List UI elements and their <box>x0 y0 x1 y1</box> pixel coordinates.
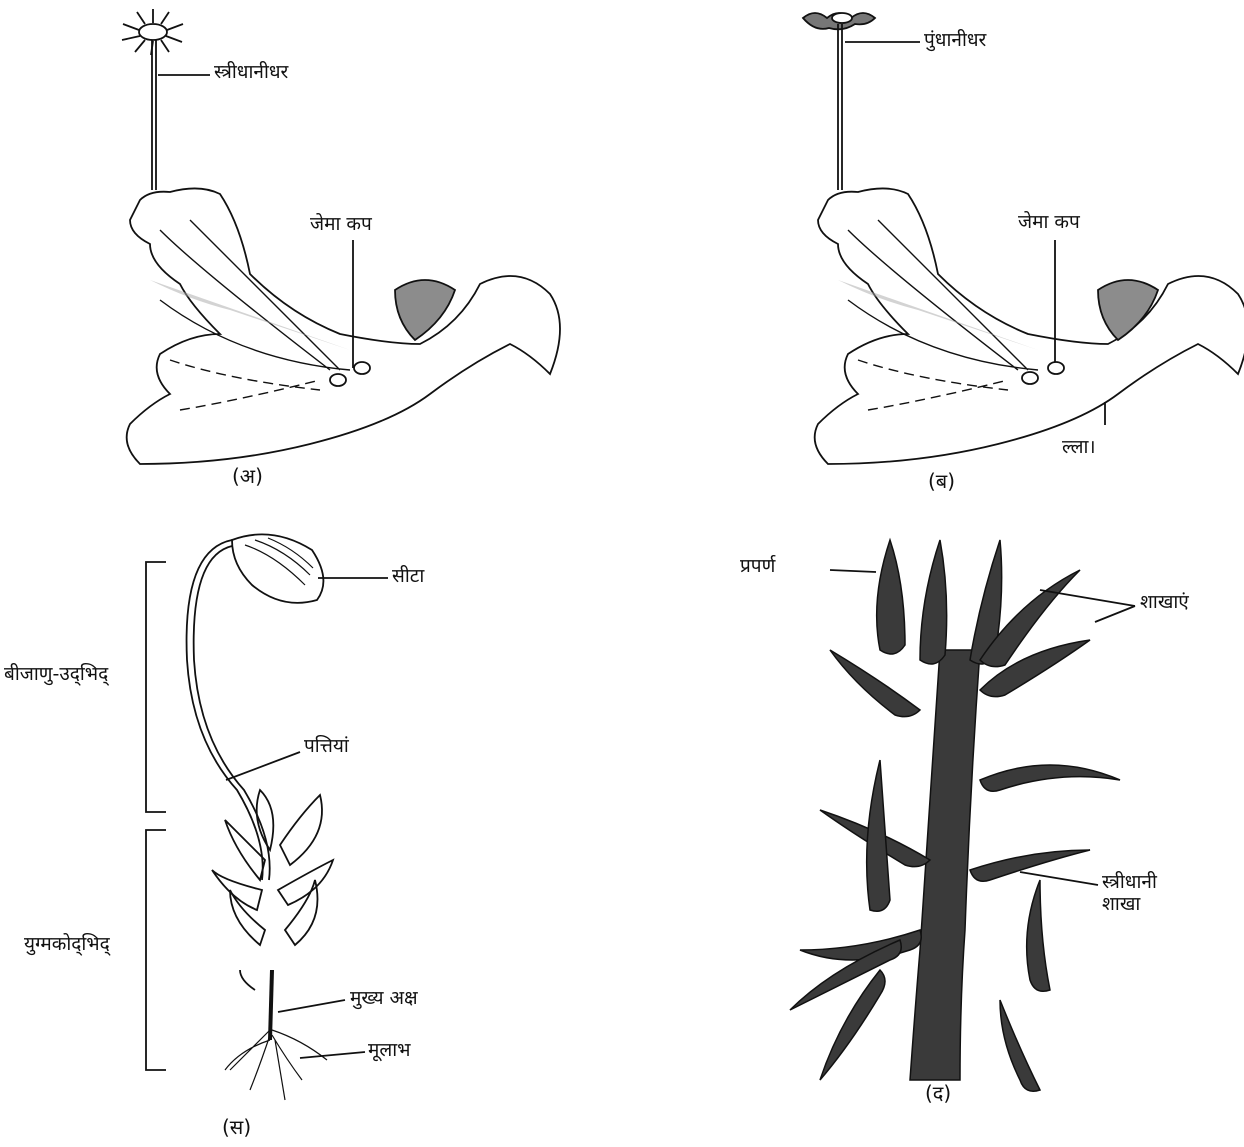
label-female-branch: स्त्रीधानी शाखा <box>1102 872 1157 916</box>
label-gemma-cup-b: जेमा कप <box>1018 212 1080 234</box>
caption-d: (द) <box>925 1082 951 1105</box>
panel-a-drawing <box>122 9 560 464</box>
label-capsule: सीटा <box>392 566 424 588</box>
panel-b-drawing <box>803 13 1244 464</box>
panel-c-drawing <box>146 534 388 1100</box>
gametophyte-bracket <box>146 830 166 1070</box>
label-phyllid: प्रपर्ण <box>740 556 775 578</box>
sporophyte-bracket <box>146 562 166 812</box>
label-main-axis: मुख्य अक्ष <box>350 988 418 1010</box>
label-sporophyte: बीजाणु-उद्‌भिद् <box>4 664 108 686</box>
rhizoids <box>225 1030 327 1100</box>
label-gametophyte: युग्मकोद्‌भिद् <box>24 934 110 956</box>
panel-d-drawing <box>790 540 1135 1091</box>
caption-c: (स) <box>222 1116 251 1139</box>
leafy-shoot <box>212 790 333 990</box>
label-antheridiophore: पुंधानीधर <box>924 30 986 52</box>
caption-b: (ब) <box>928 470 955 493</box>
label-archegoniophore: स्त्रीधानीधर <box>214 62 288 84</box>
label-rhizoids: मूलाभ <box>368 1040 411 1062</box>
caption-a: (अ) <box>232 465 263 488</box>
antheridiophore-head <box>803 13 875 29</box>
label-gemma-cup-a: जेमा कप <box>310 214 372 236</box>
label-branches: शाखाएं <box>1140 592 1189 614</box>
label-rhizoid-partial: ल्ला। <box>1062 437 1096 459</box>
label-leaves: पत्तियां <box>304 736 349 758</box>
